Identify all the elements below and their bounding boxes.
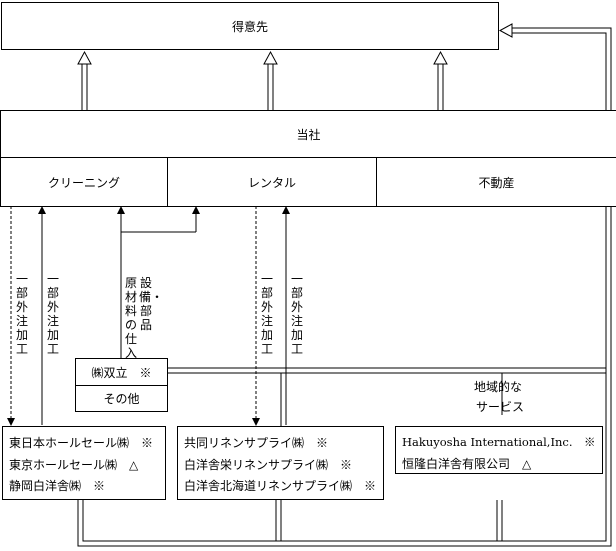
arrow-to-customer-2 [263, 50, 278, 110]
arrow-to-customer-1 [77, 50, 92, 110]
return-path-to-customer [77, 27, 612, 547]
segment-realestate-box: 不動産 [376, 157, 616, 207]
customer-label: 得意先 [231, 19, 268, 34]
segment-rental-label: レンタル [247, 175, 296, 190]
regional-label-line1: 地域的な [474, 380, 523, 394]
procurement-label-col2: 原材料の仕入 [124, 276, 137, 360]
rental-outsource-label-down: 一部外注加工 [260, 272, 273, 356]
rental-outsource-down-dashed [252, 206, 260, 426]
segment-realestate-label: 不動産 [478, 175, 515, 190]
cleaning-outsource-up [38, 206, 46, 425]
cleaning-outsource-down-dashed [7, 206, 15, 426]
rental-sub-2: 白洋舎栄リネンサプライ㈱ ※ [184, 458, 353, 472]
rental-sub-3: 白洋舎北海道リネンサプライ㈱ ※ [184, 479, 377, 493]
regional-subsidiaries-box: Hakuyosha International,Inc. ※ 恒隆白洋舎有限公司… [395, 426, 603, 474]
cleaning-sub-2: 東京ホールセール㈱ △ [9, 458, 139, 472]
cleaning-sub-3: 静岡白洋舎㈱ ※ [9, 479, 106, 493]
procurement-label-col1: 設備・部品 [139, 276, 164, 332]
company-label: 当社 [296, 127, 321, 142]
customer-box: 得意先 [1, 2, 499, 50]
rental-outsource-label-up: 一部外注加工 [290, 272, 303, 356]
return-arrowhead [498, 23, 513, 38]
sonota-box: その他 [75, 385, 168, 412]
cleaning-sub-1: 東日本ホールセール㈱ ※ [9, 436, 154, 450]
cleaning-subsidiaries-box: 東日本ホールセール㈱ ※ 東京ホールセール㈱ △ 静岡白洋舎㈱ ※ [2, 426, 166, 500]
sonota-label: その他 [103, 392, 140, 406]
cleaning-outsource-label-up: 一部外注加工 [46, 272, 59, 356]
soritsu-label: ㈱双立 ※ [91, 365, 152, 380]
rental-subsidiaries-box: 共同リネンサプライ㈱ ※ 白洋舎栄リネンサプライ㈱ ※ 白洋舎北海道リネンサプラ… [177, 426, 384, 500]
regional-label-line2: サービス [476, 400, 525, 414]
segment-cleaning-box: クリーニング [0, 157, 168, 207]
segment-cleaning-label: クリーニング [47, 175, 120, 190]
rental-sub-1: 共同リネンサプライ㈱ ※ [184, 436, 329, 450]
regional-sub-2: 恒隆白洋舎有限公司 △ [402, 457, 532, 471]
cleaning-outsource-label-down: 一部外注加工 [15, 272, 28, 356]
procurement-lines [117, 206, 200, 358]
segment-rental-box: レンタル [167, 157, 377, 207]
regional-sub-1: Hakuyosha International,Inc. ※ [402, 435, 596, 449]
arrow-to-customer-3 [433, 50, 448, 110]
company-box: 当社 [0, 110, 616, 158]
rental-outsource-up [282, 206, 290, 425]
soritsu-box: ㈱双立 ※ [75, 358, 168, 386]
